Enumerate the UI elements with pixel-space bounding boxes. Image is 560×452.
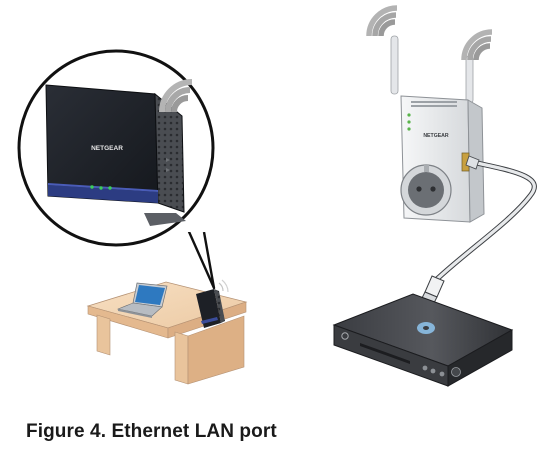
desk [86,281,248,385]
ethernet-plug [421,275,445,304]
figure-caption: Figure 4. Ethernet LAN port [26,421,277,442]
router-closeup: NETGEAR [45,84,186,226]
range-extender: NETGEAR [390,35,485,223]
blu-ray-player [332,293,514,387]
vent-slots [411,101,457,107]
desk-router [196,279,229,328]
blu-ray-disc-icon [417,322,435,334]
ethernet-cable [433,155,537,283]
wifi-signal-icon [461,29,493,61]
wifi-signal-icon [366,5,398,37]
wifi-signal-icon [159,79,193,113]
extender-brand-label: NETGEAR [423,133,449,139]
router-brand-label: NETGEAR [91,145,123,152]
laptop [116,282,168,318]
wifi-signal-icon [218,282,224,292]
